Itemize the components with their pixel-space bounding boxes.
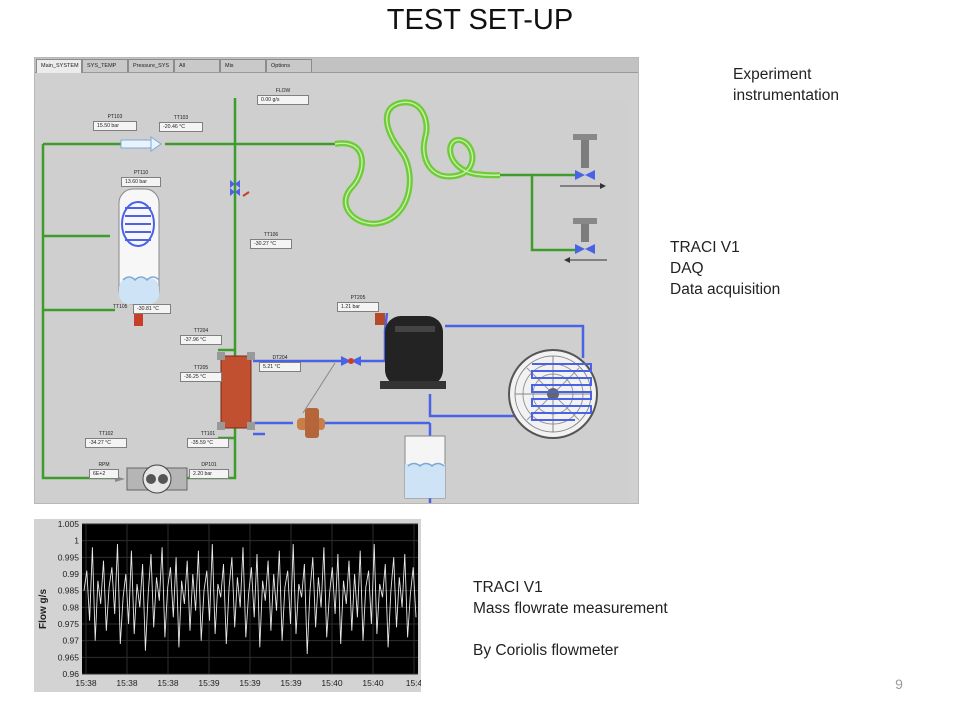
needle-valve [230,180,250,197]
y-tick-label: 0.98 [62,602,79,612]
green-pipe [500,173,580,252]
process-diagram [41,98,607,503]
x-tick-label: 15:38 [75,678,97,688]
outlet-valve-upper [560,134,606,189]
note-line: TRACI V1 [670,239,740,256]
slide-title: TEST SET-UP [386,4,574,36]
dt204-indicator: DT204 5.21 °C [259,355,301,373]
tab-all[interactable]: All [174,59,220,72]
tt101-indicator: TT101 -35.59 °C [187,431,229,449]
note-line: TRACI V1 [473,579,543,596]
note-line: Mass flowrate measurement [473,600,668,617]
flow-series-line [83,543,417,655]
y-tick-label: 0.96 [62,669,79,679]
receiver-tank [118,188,160,326]
rpm-indicator: RPM 6E+2 [89,462,119,480]
outlet-valve-lower [564,218,607,263]
note-flow: TRACI V1 Mass flowrate measurement By Co… [473,577,668,661]
note-line [473,619,668,640]
x-tick-label: 15:40 [321,678,343,688]
y-tick-label: 0.975 [58,619,80,629]
expansion-valve [297,362,336,438]
pt110-indicator: PT110 13.60 bar [121,170,161,188]
y-tick-label: 0.985 [58,586,80,596]
note-instrumentation: Experiment instrumentation [733,64,839,106]
pt103-indicator: PT103 15.50 bar [93,114,137,132]
gear-pump [115,464,188,494]
note-daq: TRACI V1 DAQ Data acquisition [670,237,780,300]
flexible-hose [334,99,501,227]
y-tick-label: 0.99 [62,569,79,579]
x-tick-label: 15:38 [116,678,138,688]
tt105-indicator: TT105 -30.81 °C [111,297,171,315]
tt103-indicator: TT103 -20.46 °C [159,115,203,133]
tt102-indicator: TT102 -34.27 °C [85,431,127,449]
flow-indicator: FLOW 0.00 g/s [257,88,309,106]
plate-heat-exchanger [217,352,255,430]
y-tick-label: 1 [74,536,79,546]
page-number: 9 [895,676,903,692]
y-tick-label: 1.005 [58,519,80,529]
flow-chart: 1.005 1 0.995 0.99 0.985 0.98 0.975 0.97 0.965 0.… [34,519,421,692]
note-line: instrumentation [733,87,839,104]
x-tick-label: 15:39 [239,678,261,688]
note-line: DAQ [670,260,704,277]
x-tick-label: 15:38 [157,678,179,688]
compressor [375,313,446,389]
tab-pressure-sys[interactable]: Pressure_SYS [128,59,174,72]
tab-main-system[interactable]: Main_SYSTEM [36,59,82,73]
tab-bar: Main_SYSTEM SYS_TEMP Pressure_SYS All Mi… [35,58,638,73]
tt204-indicator: TT204 -37.96 °C [180,328,222,346]
tt205-indicator: TT205 -36.25 °C [180,365,222,383]
flow-chart-svg: 1.005 1 0.995 0.99 0.985 0.98 0.975 0.97 0.965 0.… [38,519,421,688]
pt205-indicator: PT205 1.21 bar [337,295,379,313]
x-tick-label: 15:4 [406,678,421,688]
flexible-hose-highlight [334,101,501,225]
daq-window: Main_SYSTEM SYS_TEMP Pressure_SYS All Mi… [34,57,639,504]
x-tick-label: 15:40 [362,678,384,688]
y-tick-label: 0.995 [58,552,80,562]
tab-mis[interactable]: Mis [220,59,266,72]
flow-direction-arrow [120,136,162,152]
liquid-tank [404,435,446,499]
note-line: Experiment [733,66,812,83]
tt106-indicator: TT106 -30.27 °C [250,232,292,250]
x-tick-label: 15:39 [198,678,220,688]
note-line: By Coriolis flowmeter [473,642,619,659]
tab-options[interactable]: Options [266,59,312,72]
ball-valve [341,356,361,366]
y-tick-label: 0.965 [58,652,80,662]
y-axis-label: Flow g/s [38,589,49,629]
y-tick-label: 0.97 [62,636,79,646]
tab-sys-temp[interactable]: SYS_TEMP [82,59,128,72]
condenser-fan [508,349,598,439]
note-line: Data acquisition [670,281,781,298]
x-tick-label: 15:39 [280,678,302,688]
dp101-indicator: DP101 2.20 bar [189,462,229,480]
